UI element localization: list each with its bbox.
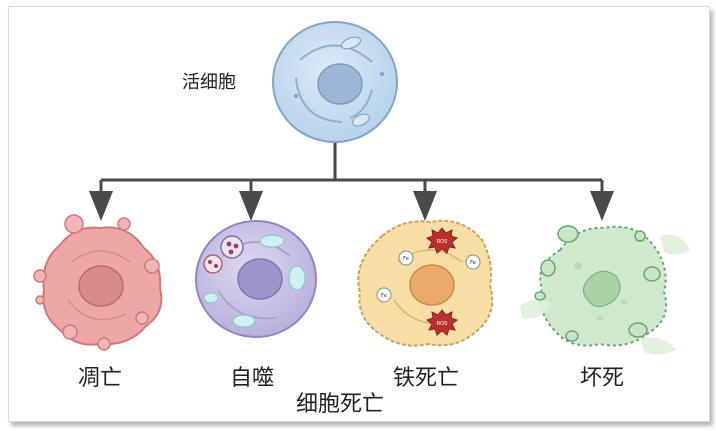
- svg-text:Fe: Fe: [470, 260, 476, 266]
- live-cell-icon: [272, 21, 398, 143]
- live-cell-label: 活细胞: [182, 72, 236, 93]
- ferroptosis-cell-icon: ROS ROS Fe Fe Fe: [357, 219, 494, 347]
- fe-ion-1: Fe: [398, 250, 414, 266]
- ros-mark-text: ROS: [437, 239, 448, 245]
- necrosis-cell-icon: [520, 225, 690, 355]
- diagram-title: 细胞死亡: [296, 392, 385, 417]
- autophagy-cell-icon: [195, 220, 317, 338]
- label-ferroptosis: 铁死亡: [393, 366, 460, 391]
- svg-text:Fe: Fe: [403, 256, 409, 262]
- fe-ion-2: Fe: [465, 254, 481, 270]
- ros-burst-top: ROS: [425, 227, 459, 254]
- ros-mark-text: ROS: [437, 321, 448, 327]
- connector-lines: [89, 140, 614, 221]
- label-necrosis: 坏死: [580, 366, 625, 391]
- apoptosis-cell-icon: [33, 214, 163, 351]
- label-apoptosis: 凋亡: [78, 366, 123, 391]
- ros-burst-bottom: ROS: [425, 309, 459, 336]
- label-autophagy: 自噬: [230, 366, 275, 391]
- svg-text:Fe: Fe: [381, 293, 387, 299]
- fe-ion-3: Fe: [376, 287, 392, 303]
